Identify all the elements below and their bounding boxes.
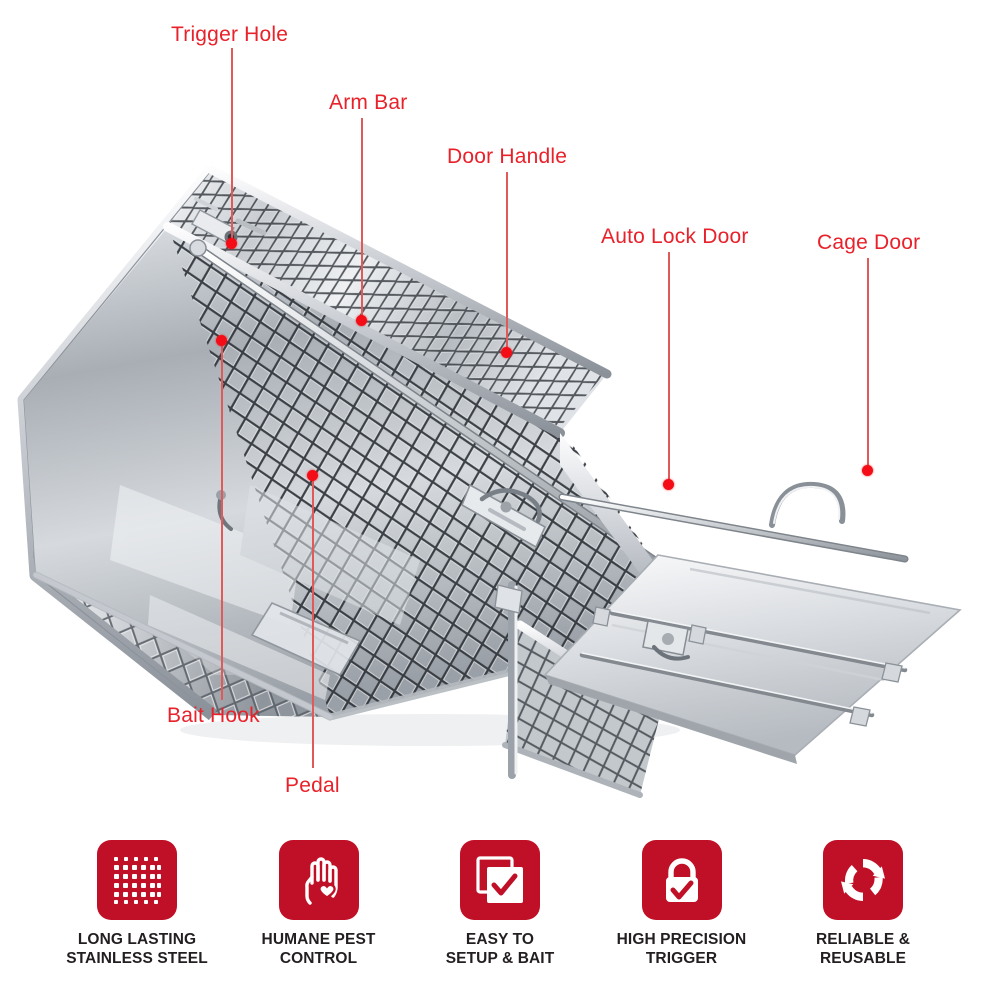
feature-easy-to-setup-and-bait: EASY TO SETUP & BAIT [415,840,585,969]
mesh-grid-icon [110,853,164,907]
leader-dot-pedal [306,469,318,481]
feature-caption: EASY TO SETUP & BAIT [446,931,555,969]
feature-caption-line2: REUSABLE [819,949,907,967]
feature-icon-tile [97,840,177,920]
leader-line-pedal [312,475,314,768]
feature-caption: HUMANE PEST CONTROL [262,931,376,969]
feature-caption-line2: TRIGGER [645,949,718,967]
feature-caption-line1: HIGH PRECISION [616,931,747,948]
cage-door-plate [543,554,962,764]
callout-label-arm-bar: Arm Bar [329,91,408,114]
leader-dot-trigger-hole [225,237,237,249]
door-handle-part [460,483,547,549]
callout-label-door-handle: Door Handle [447,145,568,168]
feature-icon-tile [823,840,903,920]
leader-line-trigger-hole [231,48,233,243]
leader-dot-cage-door [861,464,873,476]
feature-icon-tile [641,840,722,920]
leader-line-door-handle [506,172,508,352]
feature-caption: LONG LASTING STAINLESS STEEL [66,931,208,969]
feature-reliable-and-reusable: RELIABLE & REUSABLE [778,840,948,969]
product-illustration [0,155,1000,820]
callout-label-auto-lock-door: Auto Lock Door [601,225,749,248]
feature-caption-line1: EASY TO [465,931,535,948]
feature-icon-tile [278,840,359,920]
leader-line-auto-lock-door [668,252,670,484]
leader-dot-arm-bar [355,314,367,326]
feature-caption-line2: SETUP & BAIT [445,949,555,967]
pedal-part [250,601,362,677]
feature-caption-line1: RELIABLE & [816,931,910,948]
feature-high-precision-trigger: HIGH PRECISION TRIGGER [597,840,767,969]
leader-line-arm-bar [361,118,363,320]
feature-caption: HIGH PRECISION TRIGGER [617,931,747,969]
leader-dot-door-handle [500,346,512,358]
feature-strip: LONG LASTING STAINLESS STEEL [0,840,1000,1000]
feature-long-lasting-stainless-steel: LONG LASTING STAINLESS STEEL [52,840,222,969]
feature-caption-line1: HUMANE PEST [261,931,376,948]
feature-caption-line2: STAINLESS STEEL [66,949,208,967]
callout-label-bait-hook: Bait Hook [167,704,260,727]
feature-humane-pest-control: HUMANE PEST CONTROL [234,840,404,969]
leader-line-bait-hook [221,340,223,700]
feature-icon-tile [460,840,540,920]
callout-label-pedal: Pedal [285,774,340,797]
feature-caption-line2: CONTROL [279,949,358,967]
auto-lock-door-part [558,481,909,661]
hand-heart-icon [292,853,346,907]
callout-label-cage-door: Cage Door [817,231,921,254]
lock-check-icon [655,853,709,907]
recycle-arrows-icon [836,853,890,907]
leader-dot-bait-hook [215,334,227,346]
checkbox-pages-icon [473,853,527,907]
feature-caption: RELIABLE & REUSABLE [816,931,910,969]
leader-line-cage-door [867,258,869,470]
callout-label-trigger-hole: Trigger Hole [171,23,289,46]
feature-caption-line1: LONG LASTING [77,931,197,948]
leader-dot-auto-lock-door [662,478,674,490]
